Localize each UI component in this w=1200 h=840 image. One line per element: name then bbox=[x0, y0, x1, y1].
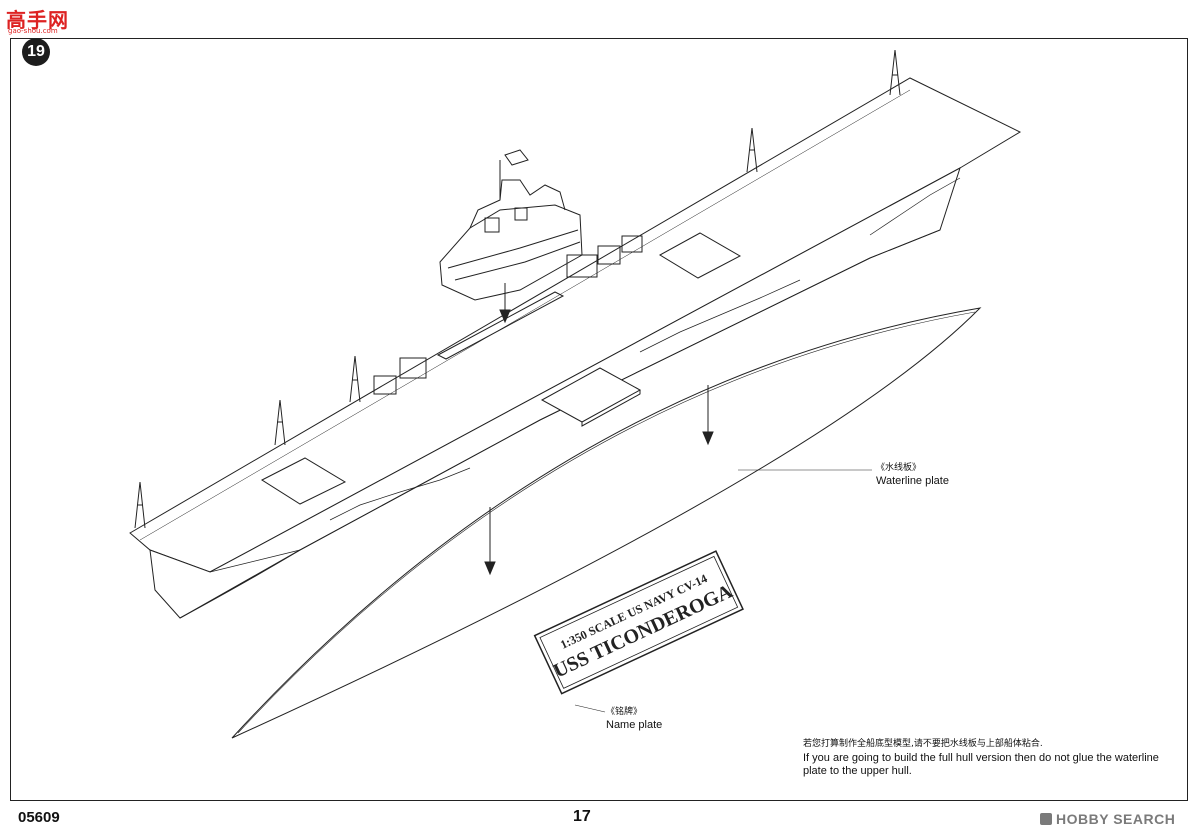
nameplate-label-cn: 《铭牌》 bbox=[606, 707, 643, 717]
hobby-search-logo-icon bbox=[1040, 813, 1052, 825]
name-plate-label: 《铭牌》 Name plate bbox=[606, 705, 662, 732]
logo-url: gao-shou.com bbox=[8, 27, 58, 35]
site-logo: 高手网 gao-shou.com bbox=[6, 4, 70, 35]
deck-elevator-fwd bbox=[659, 232, 742, 279]
waterline-plate-label: 《水线板》 Waterline plate bbox=[876, 461, 949, 488]
assembly-arrows bbox=[484, 283, 714, 576]
deck-elevator-aft bbox=[260, 457, 347, 505]
watermark: HOBBY SEARCH bbox=[1040, 811, 1175, 827]
page-border bbox=[10, 38, 1188, 801]
note-en: If you are going to build the full hull … bbox=[803, 752, 1159, 777]
waterline-label-en: Waterline plate bbox=[876, 475, 949, 487]
page-number: 17 bbox=[573, 808, 591, 825]
nameplate-label-en: Name plate bbox=[606, 719, 663, 731]
logo-text: 高手网 bbox=[6, 8, 69, 32]
note-cn: 若您打算制作全船底型模型,请不要把水线板与上部船体粘合. bbox=[803, 739, 1043, 749]
gun-mounts bbox=[373, 235, 643, 395]
assembly-note: 若您打算制作全船底型模型,请不要把水线板与上部船体粘合. If you are … bbox=[803, 738, 1163, 778]
island-superstructure bbox=[439, 149, 583, 301]
product-code: 05609 bbox=[18, 809, 60, 826]
nameplate-leader bbox=[574, 704, 606, 713]
waterline-plate bbox=[231, 307, 982, 739]
antenna-masts bbox=[134, 49, 901, 529]
step-number-badge: 19 bbox=[22, 38, 50, 66]
watermark-text: HOBBY SEARCH bbox=[1056, 811, 1176, 827]
island-slot bbox=[436, 291, 565, 360]
waterline-label-cn: 《水线板》 bbox=[876, 463, 922, 473]
